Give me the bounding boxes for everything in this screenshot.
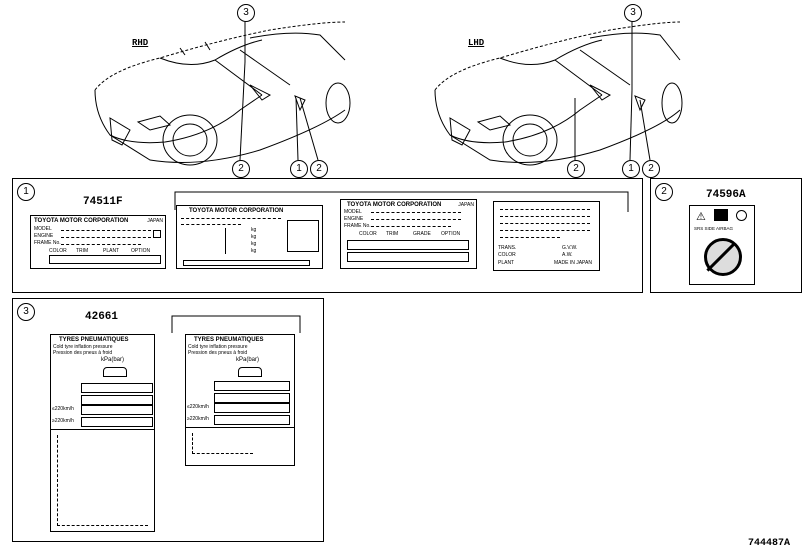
tyre-b-speed1: ≤220km/h <box>187 404 209 410</box>
no-child-seat-icon <box>704 238 742 276</box>
panel-2: 2 74596A ⚠ SRS SIDE AIRBAG <box>650 178 802 293</box>
callout-2b-rhd: 2 <box>310 160 328 178</box>
callout-3-lhd: 3 <box>624 4 642 22</box>
plate-a-row-model: MODEL <box>34 226 52 232</box>
tyre-b-sub1: Cold tyre inflation pressure <box>188 344 248 350</box>
callout-2-rhd: 2 <box>232 160 250 178</box>
plate-d-made-in: MADE IN JAPAN <box>554 260 592 266</box>
book-icon <box>714 209 728 221</box>
callout-1-lhd: 1 <box>622 160 640 178</box>
view-label-rhd: RHD <box>132 38 149 48</box>
tyre-a-speed2: ≥220km/h <box>52 418 74 424</box>
tyre-a-sub1: Cold tyre inflation pressure <box>53 344 113 350</box>
vin-plate-b: TOYOTA MOTOR CORPORATION kg kg kg kg <box>176 205 323 269</box>
tyre-a-car-icon <box>103 367 127 377</box>
panel-2-part-no: 74596A <box>706 189 746 201</box>
plate-b-maker: TOYOTA MOTOR CORPORATION <box>189 208 284 214</box>
tyre-a-speed1: ≤220km/h <box>52 406 74 412</box>
panel-1: 1 74511F TOYOTA MOTOR CORPORATION JAPAN … <box>12 178 643 293</box>
panel-3-part-no: 42661 <box>85 311 119 323</box>
airbag-label: ⚠ SRS SIDE AIRBAG <box>689 205 755 285</box>
plate-b-unit-4: kg <box>251 248 257 254</box>
plate-a-row-engine: ENGINE <box>34 233 54 239</box>
plate-d-row-plant: PLANT <box>498 260 515 266</box>
tyre-a-unit: kPa(bar) <box>101 357 125 363</box>
vin-plate-c: TOYOTA MOTOR CORPORATION JAPAN MODEL ENG… <box>340 199 477 269</box>
car-lhd-drawing <box>434 21 683 166</box>
callout-2-lhd: 2 <box>567 160 585 178</box>
plate-d-row-color: COLOR <box>498 252 516 258</box>
plate-c-row-engine: ENGINE <box>344 216 364 222</box>
tyre-b-speed2: ≥220km/h <box>187 416 209 422</box>
plate-a-country: JAPAN <box>147 218 163 224</box>
plate-a-col-plant: PLANT <box>103 248 120 254</box>
tyre-a-sub2: Pression des pneus à froid <box>53 350 113 356</box>
view-label-lhd: LHD <box>468 38 485 48</box>
vin-plate-a: TOYOTA MOTOR CORPORATION JAPAN MODEL ENG… <box>30 215 166 269</box>
tyre-b-car-icon <box>238 367 262 377</box>
callout-2b-lhd: 2 <box>642 160 660 178</box>
warning-triangle-icon: ⚠ <box>696 211 706 223</box>
callout-1-rhd: 1 <box>290 160 308 178</box>
plate-c-col-trim: TRIM <box>386 231 399 237</box>
panel-2-number: 2 <box>655 183 673 201</box>
tyre-a-title: TYRES PNEUMATIQUES <box>59 337 129 343</box>
tyre-label-b: TYRES PNEUMATIQUES Cold tyre inflation p… <box>185 334 295 466</box>
callout-3-rhd: 3 <box>237 4 255 22</box>
plate-c-col-grade: GRADE <box>413 231 431 237</box>
plate-c-country: JAPAN <box>458 202 474 208</box>
tyre-b-title: TYRES PNEUMATIQUES <box>194 337 264 343</box>
plate-a-col-trim: TRIM <box>76 248 89 254</box>
tyre-b-unit: kPa(bar) <box>236 357 260 363</box>
plate-a-maker: TOYOTA MOTOR CORPORATION <box>34 218 129 224</box>
panel-1-number: 1 <box>17 183 35 201</box>
plate-d-row-trans: TRANS. <box>498 245 517 251</box>
vin-plate-d: TRANS. COLOR PLANT G.V.W. A.W. MADE IN J… <box>493 201 600 271</box>
plate-c-col-color: COLOR <box>359 231 377 237</box>
plate-c-row-frame: FRAME No. <box>344 223 371 229</box>
circle-icon <box>736 210 747 221</box>
plate-b-unit-3: kg <box>251 241 257 247</box>
plate-c-row-model: MODEL <box>344 209 362 215</box>
tyre-label-a: TYRES PNEUMATIQUES Cold tyre inflation p… <box>50 334 155 532</box>
airbag-text: SRS SIDE AIRBAG <box>694 226 734 231</box>
plate-d-gvw: G.V.W. <box>562 245 578 251</box>
plate-a-col-option: OPTION <box>131 248 151 254</box>
tyre-b-sub2: Pression des pneus à froid <box>188 350 248 356</box>
plate-d-aw: A.W. <box>562 252 573 258</box>
plate-b-unit-1: kg <box>251 227 257 233</box>
plate-c-col-option: OPTION <box>441 231 461 237</box>
plate-a-col-color: COLOR <box>49 248 67 254</box>
plate-b-unit-2: kg <box>251 234 257 240</box>
plate-a-row-frame: FRAME No. <box>34 240 61 246</box>
figure-id: 744487A <box>748 538 791 549</box>
panel-3-number: 3 <box>17 303 35 321</box>
plate-c-maker: TOYOTA MOTOR CORPORATION <box>347 202 442 208</box>
panel-1-part-no: 74511F <box>83 196 123 208</box>
panel-3: 3 42661 TYRES PNEUMATIQUES Cold tyre inf… <box>12 298 324 542</box>
